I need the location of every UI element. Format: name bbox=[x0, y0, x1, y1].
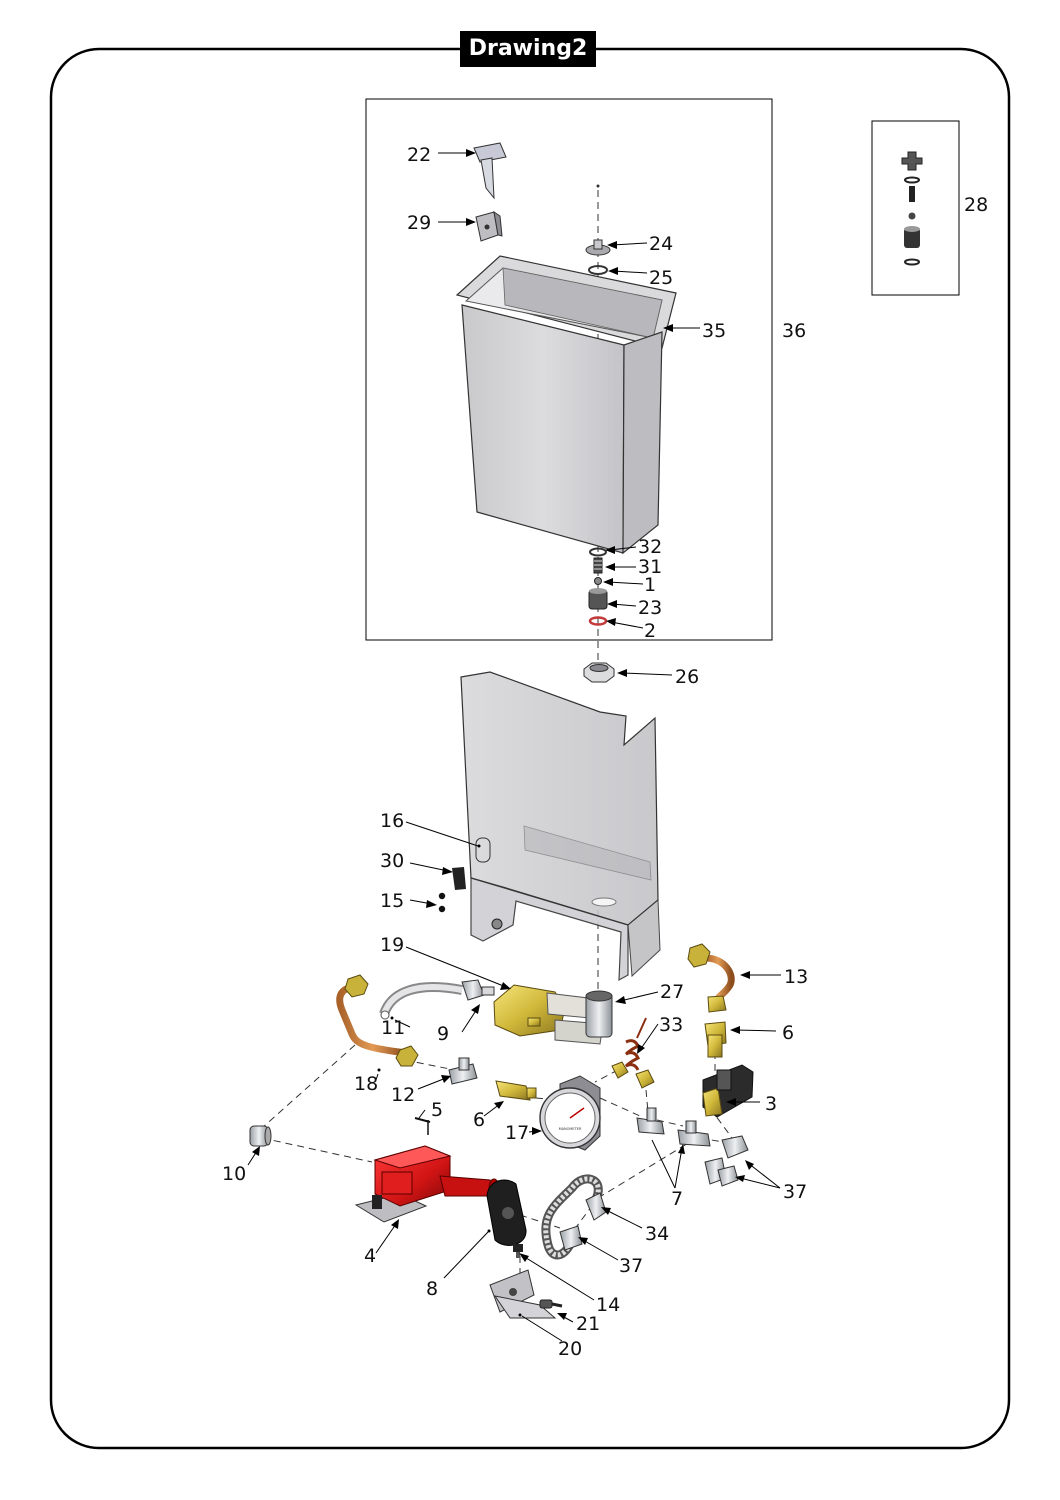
spring-and-nipples bbox=[611, 1017, 655, 1089]
vibration-pump bbox=[354, 1145, 500, 1223]
label-37b: 37 bbox=[619, 1255, 643, 1277]
label-29: 29 bbox=[407, 212, 431, 234]
label-1: 1 bbox=[644, 574, 656, 596]
screw-and-plate bbox=[438, 867, 466, 913]
label-23: 23 bbox=[638, 597, 662, 619]
label-14: 14 bbox=[596, 1294, 620, 1316]
label-15: 15 bbox=[380, 890, 404, 912]
screw-21 bbox=[539, 1299, 563, 1309]
braided-hose bbox=[541, 1174, 607, 1260]
label-37: 37 bbox=[783, 1181, 807, 1203]
tee-fittings-7 bbox=[636, 1107, 711, 1147]
label-26: 26 bbox=[675, 666, 699, 688]
label-6: 6 bbox=[782, 1022, 794, 1044]
label-24: 24 bbox=[649, 233, 673, 255]
label-8: 8 bbox=[426, 1278, 438, 1300]
flex-hose bbox=[379, 979, 495, 1020]
label-28: 28 bbox=[964, 194, 988, 216]
tank-assembly-box bbox=[365, 98, 773, 641]
label-10: 10 bbox=[222, 1163, 246, 1185]
leader-lines bbox=[247, 149, 781, 1342]
tank-bracket bbox=[460, 671, 661, 982]
label-27: 27 bbox=[660, 981, 684, 1003]
label-18: 18 bbox=[354, 1073, 378, 1095]
tee-fitting bbox=[448, 1057, 478, 1085]
right-pipework bbox=[687, 943, 754, 1118]
label-21: 21 bbox=[576, 1313, 600, 1335]
label-9: 9 bbox=[437, 1023, 449, 1045]
part-labels: 1 2 3 4 5 6 6 7 8 9 10 11 12 13 14 15 16… bbox=[222, 144, 988, 1360]
label-35: 35 bbox=[702, 320, 726, 342]
spacer bbox=[249, 1125, 272, 1147]
drawing-title: Drawing2 bbox=[460, 31, 596, 67]
pressure-gauge: MANOMETER bbox=[539, 1075, 601, 1151]
pump-bracket-plate bbox=[486, 1179, 527, 1246]
label-12: 12 bbox=[391, 1084, 415, 1106]
outlet-valve-stack bbox=[588, 547, 608, 626]
kit-box bbox=[871, 120, 960, 296]
label-36: 36 bbox=[782, 320, 806, 342]
probe-clip bbox=[475, 210, 503, 242]
level-probe bbox=[473, 142, 507, 200]
label-25: 25 bbox=[649, 267, 673, 289]
label-6b: 6 bbox=[473, 1109, 485, 1131]
float-valve-top bbox=[585, 184, 611, 275]
check-valve bbox=[495, 1080, 537, 1101]
water-tank bbox=[455, 255, 677, 555]
manifold bbox=[493, 984, 613, 1045]
gauge-face-text: MANOMETER bbox=[559, 1127, 582, 1131]
label-22: 22 bbox=[407, 144, 431, 166]
label-11: 11 bbox=[381, 1017, 405, 1039]
label-19: 19 bbox=[380, 934, 404, 956]
label-30: 30 bbox=[380, 850, 404, 872]
label-3: 3 bbox=[765, 1093, 777, 1115]
label-2: 2 bbox=[644, 620, 656, 642]
elbows-37 bbox=[704, 1135, 749, 1187]
valve-kit bbox=[901, 151, 923, 266]
label-13: 13 bbox=[784, 966, 808, 988]
label-5: 5 bbox=[431, 1099, 443, 1121]
label-4: 4 bbox=[364, 1245, 376, 1267]
label-17: 17 bbox=[505, 1122, 529, 1144]
copper-pipe-left bbox=[336, 974, 419, 1067]
label-31: 31 bbox=[638, 556, 662, 578]
label-7: 7 bbox=[671, 1188, 683, 1210]
label-34: 34 bbox=[645, 1223, 669, 1245]
label-16: 16 bbox=[380, 810, 404, 832]
label-33: 33 bbox=[659, 1014, 683, 1036]
tank-nut bbox=[583, 662, 615, 683]
label-32: 32 bbox=[638, 536, 662, 558]
mounting-bracket bbox=[489, 1269, 557, 1319]
label-20: 20 bbox=[558, 1338, 582, 1360]
screw-14 bbox=[513, 1244, 523, 1258]
